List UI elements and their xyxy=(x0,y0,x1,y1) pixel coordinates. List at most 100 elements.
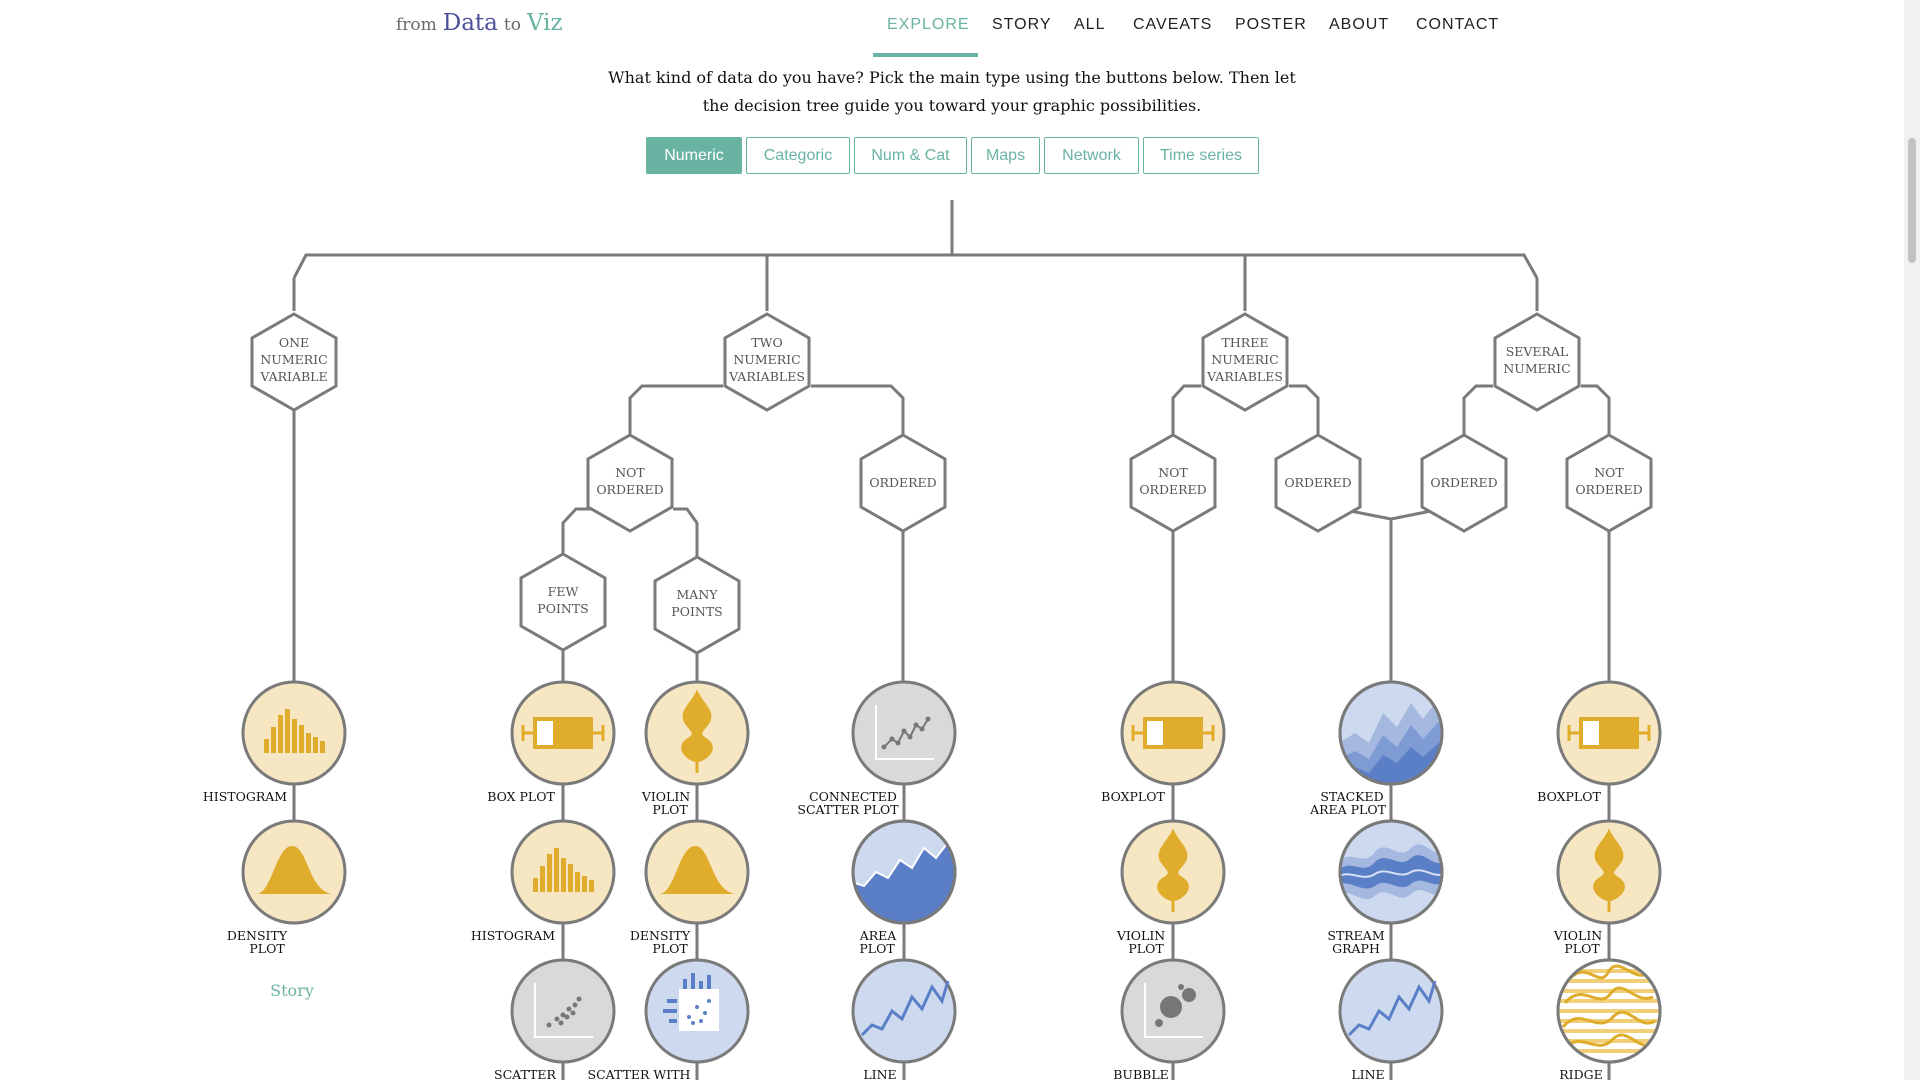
chart-scatter-margin-label: SCATTER WITH xyxy=(588,1067,691,1080)
type-button-network[interactable]: Network xyxy=(1044,137,1139,174)
decision-two-ordered[interactable]: ORDERED xyxy=(859,433,947,533)
decision-several-numeric[interactable]: SEVERAL NUMERIC xyxy=(1493,312,1581,412)
chart-connected-scatter-label2: SCATTER PLOT xyxy=(797,802,899,817)
decision-two-numeric[interactable]: TWO NUMERIC VARIABLES xyxy=(723,312,811,412)
chart-stream-label1: STREAM xyxy=(1327,928,1384,943)
chart-boxplot-several[interactable]: BOXPLOT xyxy=(1537,680,1662,804)
decision-several-ordered-line1: ORDERED xyxy=(1430,475,1497,490)
chart-boxplot-few-label: BOX PLOT xyxy=(487,789,555,804)
chart-density-many-label1: DENSITY xyxy=(630,928,691,943)
chart-scatter-margin[interactable]: SCATTER WITH xyxy=(588,958,750,1080)
logo-from: from xyxy=(396,15,437,35)
decision-three-not-ordered[interactable]: NOT ORDERED xyxy=(1129,433,1217,533)
chart-boxplot-three-label: BOXPLOT xyxy=(1101,789,1165,804)
chart-histogram-few[interactable]: HISTOGRAM xyxy=(471,819,616,943)
chart-boxplot-few[interactable]: BOX PLOT xyxy=(487,680,616,804)
decision-two-not-ordered-line1: NOT xyxy=(615,465,645,480)
nav-poster[interactable]: POSTER xyxy=(1235,16,1307,33)
decision-two-not-ordered-line2: ORDERED xyxy=(596,482,663,497)
scrollbar-thumb[interactable] xyxy=(1908,138,1916,263)
nav-all[interactable]: ALL xyxy=(1074,16,1106,33)
chart-density-one[interactable]: DENSITY PLOT xyxy=(227,819,347,956)
chart-area-label2: PLOT xyxy=(859,941,895,956)
decision-several-numeric-line2: NUMERIC xyxy=(1503,361,1570,376)
logo-data: Data xyxy=(442,10,498,36)
decision-three-numeric-line3: VARIABLES xyxy=(1206,369,1283,384)
boxplot-icon xyxy=(521,715,605,751)
chart-boxplot-several-label: BOXPLOT xyxy=(1537,789,1601,804)
logo-viz: Viz xyxy=(526,10,563,36)
chart-stacked-area[interactable]: STACKED AREA PLOT xyxy=(1309,680,1444,817)
decision-many-points-line2: POINTS xyxy=(671,604,722,619)
type-button-categoric[interactable]: Categoric xyxy=(746,137,850,174)
chart-histogram-one[interactable]: HISTOGRAM xyxy=(203,680,347,804)
decision-many-points[interactable]: MANY POINTS xyxy=(653,555,741,655)
chart-density-one-label1: DENSITY xyxy=(227,928,288,943)
decision-two-ordered-line1: ORDERED xyxy=(869,475,936,490)
chart-boxplot-three[interactable]: BOXPLOT xyxy=(1101,680,1226,804)
nav-about[interactable]: ABOUT xyxy=(1329,16,1390,33)
nav-story[interactable]: STORY xyxy=(992,16,1052,33)
story-link[interactable]: Story xyxy=(270,981,314,1000)
chart-histogram-one-label: HISTOGRAM xyxy=(203,789,287,804)
decision-three-not-ordered-line2: ORDERED xyxy=(1139,482,1206,497)
decision-three-ordered-line1: ORDERED xyxy=(1284,475,1351,490)
chart-line-two-label: LINE xyxy=(863,1067,896,1080)
chart-stacked-area-label2: AREA PLOT xyxy=(1309,802,1387,817)
decision-three-numeric-line2: NUMERIC xyxy=(1211,352,1278,367)
chart-density-many-label2: PLOT xyxy=(652,941,688,956)
chart-violin-several[interactable]: VIOLIN PLOT xyxy=(1553,819,1662,956)
chart-line-mid-label: LINE xyxy=(1351,1067,1384,1080)
type-button-maps[interactable]: Maps xyxy=(971,137,1040,174)
decision-many-points-line1: MANY xyxy=(676,587,718,602)
chart-violin-three-label1: VIOLIN xyxy=(1116,928,1165,943)
chart-area[interactable]: AREA PLOT xyxy=(851,819,957,956)
chart-violin-many-label1: VIOLIN xyxy=(641,789,690,804)
decision-several-not-ordered-line1: NOT xyxy=(1594,465,1624,480)
chart-connected-scatter-label1: CONNECTED xyxy=(809,789,897,804)
nav-explore[interactable]: EXPLORE xyxy=(887,16,970,33)
chart-violin-many[interactable]: VIOLIN PLOT xyxy=(641,680,750,817)
chart-area-label1: AREA xyxy=(859,928,898,943)
chart-violin-many-label2: PLOT xyxy=(652,802,688,817)
decision-few-points-line2: POINTS xyxy=(537,601,588,616)
chart-violin-three[interactable]: VIOLIN PLOT xyxy=(1116,819,1226,956)
type-button-numeric[interactable]: Numeric xyxy=(646,137,742,174)
chart-ridge[interactable]: RIDGE xyxy=(1556,958,1662,1080)
page-scrollbar[interactable] xyxy=(1904,0,1920,1080)
nav-caveats[interactable]: CAVEATS xyxy=(1133,16,1213,33)
chart-bubble-label: BUBBLE xyxy=(1113,1067,1169,1080)
decision-several-ordered[interactable]: ORDERED xyxy=(1420,433,1508,533)
decision-several-numeric-line1: SEVERAL xyxy=(1506,344,1569,359)
chart-violin-several-label2: PLOT xyxy=(1564,941,1600,956)
decision-three-numeric[interactable]: THREE NUMERIC VARIABLES xyxy=(1201,312,1289,412)
site-logo[interactable]: from Data to Viz xyxy=(396,10,563,44)
decision-several-not-ordered[interactable]: NOT ORDERED xyxy=(1565,433,1653,533)
decision-one-numeric-line1: ONE xyxy=(279,335,309,350)
logo-to: to xyxy=(503,15,521,35)
nav-contact[interactable]: CONTACT xyxy=(1416,16,1500,33)
nav-active-underline xyxy=(873,53,978,57)
chart-density-one-label2: PLOT xyxy=(249,941,285,956)
decision-one-numeric[interactable]: ONE NUMERIC VARIABLE xyxy=(250,312,338,412)
chart-ridge-label: RIDGE xyxy=(1559,1067,1602,1080)
tree-edges xyxy=(292,200,1611,1080)
decision-few-points[interactable]: FEW POINTS xyxy=(519,552,607,652)
chart-histogram-few-label: HISTOGRAM xyxy=(471,928,555,943)
decision-three-ordered[interactable]: ORDERED xyxy=(1274,433,1362,533)
chart-violin-several-label1: VIOLIN xyxy=(1553,928,1602,943)
chart-scatter-few[interactable]: SCATTER xyxy=(494,958,616,1080)
chart-line-mid[interactable]: LINE xyxy=(1338,958,1444,1080)
type-button-num-cat[interactable]: Num & Cat xyxy=(854,137,967,174)
type-button-time-series[interactable]: Time series xyxy=(1143,137,1259,174)
chart-stream-label2: GRAPH xyxy=(1332,941,1380,956)
chart-stream[interactable]: STREAM GRAPH xyxy=(1327,819,1444,956)
chart-violin-three-label2: PLOT xyxy=(1128,941,1164,956)
decision-two-not-ordered[interactable]: NOT ORDERED xyxy=(586,433,674,533)
decision-three-not-ordered-line1: NOT xyxy=(1158,465,1188,480)
decision-several-not-ordered-line2: ORDERED xyxy=(1575,482,1642,497)
chart-connected-scatter[interactable]: CONNECTED SCATTER PLOT xyxy=(797,680,957,817)
chart-bubble[interactable]: BUBBLE xyxy=(1113,958,1226,1080)
chart-line-two[interactable]: LINE xyxy=(851,958,957,1080)
chart-density-many[interactable]: DENSITY PLOT xyxy=(630,819,750,956)
